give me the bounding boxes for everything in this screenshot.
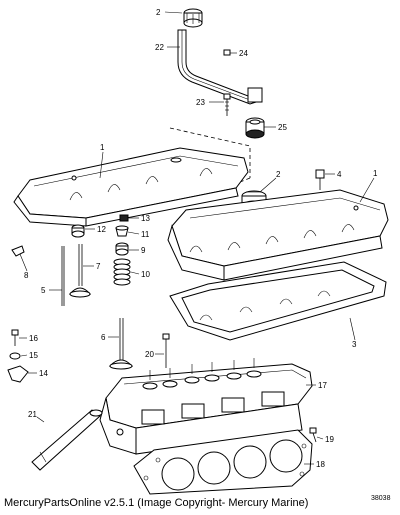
rocker-arm-14[interactable] xyxy=(7,365,29,383)
callout-6: 6 xyxy=(101,333,106,342)
callout-20: 20 xyxy=(145,350,154,359)
rocker-8[interactable] xyxy=(11,245,25,257)
callout-12: 12 xyxy=(97,225,106,234)
breather-tube[interactable] xyxy=(177,29,263,105)
nut-24[interactable] xyxy=(223,49,231,56)
callout-23: 23 xyxy=(196,98,205,107)
nut-13[interactable] xyxy=(119,214,129,222)
breather-cap-top[interactable] xyxy=(183,8,203,28)
valve-7[interactable] xyxy=(68,244,92,298)
copyright-footer: MercuryPartsOnline v2.5.1 (Image Copyrig… xyxy=(4,497,309,509)
callout-10: 10 xyxy=(141,270,150,279)
callout-4: 4 xyxy=(337,170,342,179)
callout-7: 7 xyxy=(96,262,101,271)
cylinder-head[interactable] xyxy=(99,358,313,455)
callout-1-right: 1 xyxy=(373,169,378,178)
callout-19: 19 xyxy=(325,435,334,444)
assembly-dash-line-2 xyxy=(239,177,251,183)
callout-11: 11 xyxy=(141,230,150,239)
valve-6[interactable] xyxy=(108,318,134,370)
callout-15: 15 xyxy=(29,351,38,360)
bolt-19[interactable] xyxy=(309,427,317,443)
callout-3: 3 xyxy=(352,340,357,349)
callout-22: 22 xyxy=(155,43,164,52)
callout-1-left: 1 xyxy=(100,143,105,152)
tube-21[interactable] xyxy=(31,409,103,471)
bolt-4[interactable] xyxy=(315,169,325,190)
nut-12[interactable] xyxy=(71,224,85,238)
callout-2-top: 2 xyxy=(156,8,161,17)
bolt-20[interactable] xyxy=(162,333,170,368)
callout-17: 17 xyxy=(318,381,327,390)
grommet-25[interactable] xyxy=(245,117,265,139)
callout-24: 24 xyxy=(239,49,248,58)
callout-16: 16 xyxy=(29,334,38,343)
head-gasket[interactable] xyxy=(133,429,313,495)
callout-2-mid: 2 xyxy=(276,170,281,179)
callout-8: 8 xyxy=(24,271,29,280)
callout-labels: 2 22 24 23 25 1 2 4 1 13 12 11 9 7 8 10 … xyxy=(24,8,378,469)
stud-16[interactable] xyxy=(11,329,19,346)
leader-lines xyxy=(19,11,375,465)
valve-spring[interactable] xyxy=(113,258,131,286)
callout-21: 21 xyxy=(28,410,37,419)
rocker-cover-right[interactable] xyxy=(167,189,389,281)
callout-9: 9 xyxy=(141,246,146,255)
seal-9[interactable] xyxy=(115,242,129,256)
retainer-11[interactable] xyxy=(115,225,129,237)
callout-14: 14 xyxy=(39,369,48,378)
diagram-reference-number: 38038 xyxy=(371,495,391,502)
callout-5: 5 xyxy=(41,286,46,295)
rocker-cover-gasket[interactable] xyxy=(169,261,387,341)
pushrod[interactable] xyxy=(61,246,65,306)
callout-25: 25 xyxy=(278,123,287,132)
bolt-23[interactable] xyxy=(223,93,231,116)
callout-18: 18 xyxy=(316,460,325,469)
callout-13: 13 xyxy=(141,214,150,223)
nut-15[interactable] xyxy=(9,352,21,360)
